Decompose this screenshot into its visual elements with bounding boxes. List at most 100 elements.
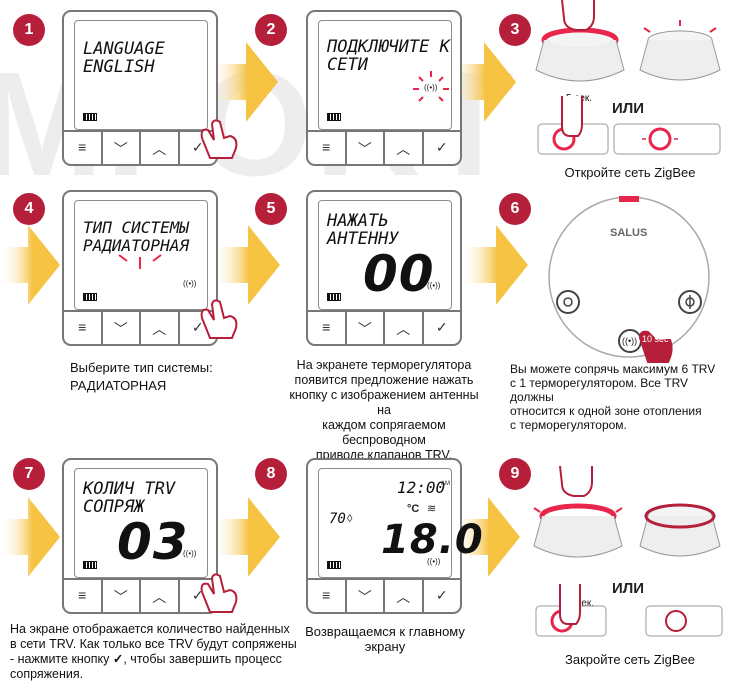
button-bar: ≡ ﹀ ︿ ✓ (64, 310, 216, 344)
menu-button[interactable]: ≡ (64, 132, 103, 164)
lcd-time: 12:00 (397, 478, 446, 497)
confirm-button[interactable]: ✓ (191, 319, 204, 335)
caption-step3: Откройте сеть ZigBee (564, 165, 696, 180)
arrow-right-icon (448, 42, 516, 122)
lcd-line1: КОЛИЧ TRV (83, 479, 176, 499)
antenna-icon: ((•)) (424, 83, 438, 92)
lcd-big-value: 00 (363, 245, 435, 303)
up-button[interactable]: ︿ (141, 312, 180, 344)
lcd-unit: °C (407, 503, 420, 515)
antenna-icon: ((•)) (183, 549, 197, 558)
heat-icon: ≋ (427, 503, 437, 515)
lcd-line2: АНТЕННУ (327, 229, 399, 249)
thermostat-step1: LANGUAGE ENGLISH ≡ ﹀ ︿ ✓ (62, 10, 218, 166)
step-badge-4: 4 (13, 193, 45, 225)
step-badge-9: 9 (499, 458, 531, 490)
salus-logo: SALUS (610, 227, 648, 239)
finger-press-icon (559, 584, 581, 625)
lcd-screen: 12:00 AM 70 ◊ °C ≋ 18.0 ((•)) (318, 468, 483, 578)
checkmark-icon: ✓ (112, 652, 124, 666)
lcd-screen: ПОДКЛЮЧИТЕ К СЕТИ ((•)) (318, 20, 452, 130)
gateway-device-icon (535, 27, 625, 82)
lcd-line1: ТИП СИСТЕМЫ (83, 218, 189, 237)
gateway-device-icon (639, 503, 721, 557)
step-badge-6: 6 (499, 193, 531, 225)
up-button[interactable]: ︿ (385, 580, 424, 612)
blink-glow-icon (118, 254, 162, 269)
lcd-temperature: 18.0 (381, 517, 484, 563)
battery-icon (83, 113, 97, 121)
finger-press-icon (561, 0, 595, 31)
confirm-button[interactable]: ✓ (435, 319, 448, 335)
ten-sec-label: 10 sec (642, 334, 669, 344)
menu-button[interactable]: ≡ (308, 132, 347, 164)
step-badge-3: 3 (499, 14, 531, 46)
up-button[interactable]: ︿ (385, 132, 424, 164)
button-bar: ≡ ﹀ ︿ ✓ (308, 310, 460, 344)
arrow-right-icon (0, 497, 60, 577)
lcd-screen: КОЛИЧ TRV СОПРЯЖ 03 ((•)) (74, 468, 208, 578)
arrow-right-icon (452, 497, 520, 577)
antenna-icon: ((•)) (183, 279, 197, 288)
confirm-button[interactable]: ✓ (435, 139, 448, 155)
finger-press-icon (559, 466, 593, 497)
finger-press-icon (200, 573, 238, 613)
menu-button[interactable]: ≡ (64, 312, 103, 344)
arrow-right-icon (210, 42, 278, 122)
caption-step4-line2: РАДИАТОРНАЯ (70, 378, 167, 393)
menu-button[interactable]: ≡ (308, 580, 347, 612)
confirm-button[interactable]: ✓ (191, 587, 204, 603)
up-button[interactable]: ︿ (385, 312, 424, 344)
lcd-big-value: 03 (117, 513, 189, 571)
lcd-screen: LANGUAGE ENGLISH (74, 20, 208, 130)
down-button[interactable]: ﹀ (347, 580, 385, 612)
finger-press-icon (561, 96, 583, 137)
step-badge-2: 2 (255, 14, 287, 46)
down-button[interactable]: ﹀ (347, 132, 385, 164)
step-badge-1: 1 (13, 14, 45, 46)
antenna-icon: ((•)) (427, 557, 441, 566)
button-bar: ≡ ﹀ ︿ ✓ (64, 578, 216, 612)
thermostat-step5: НАЖАТЬ АНТЕННУ 00 ((•)) ≡ ﹀ ︿ ✓ (306, 190, 462, 346)
thermostat-step7: КОЛИЧ TRV СОПРЯЖ 03 ((•)) ≡ ﹀ ︿ ✓ (62, 458, 218, 614)
lcd-line1: LANGUAGE (83, 39, 165, 59)
lcd-line2: СОПРЯЖ (83, 497, 145, 517)
step-badge-7: 7 (13, 458, 45, 490)
button-bar: ≡ ﹀ ︿ ✓ (308, 130, 460, 164)
lcd-screen: НАЖАТЬ АНТЕННУ 00 ((•)) (318, 200, 452, 310)
thermostat-step4: ТИП СИСТЕМЫ РАДИАТОРНАЯ ((•)) ≡ ﹀ ︿ ✓ (62, 190, 218, 346)
arrow-right-icon (460, 225, 528, 305)
lcd-line2: СЕТИ (327, 55, 368, 75)
lcd-ampm: AM (441, 481, 450, 487)
confirm-button[interactable]: ✓ (191, 139, 204, 155)
antenna-icon: ((•)) (427, 281, 441, 290)
lcd-humidity: 70 (329, 511, 346, 527)
button-bar: ≡ ﹀ ︿ ✓ (308, 578, 460, 612)
confirm-button[interactable]: ✓ (435, 587, 448, 603)
menu-button[interactable]: ≡ (64, 580, 103, 612)
caption-step7: На экране отображается количество найден… (10, 622, 297, 681)
lcd-line2: ENGLISH (83, 57, 155, 77)
down-button[interactable]: ﹀ (103, 132, 141, 164)
step-badge-5: 5 (255, 193, 287, 225)
battery-icon (327, 561, 341, 569)
down-button[interactable]: ﹀ (103, 312, 141, 344)
down-button[interactable]: ﹀ (103, 580, 141, 612)
battery-icon (83, 561, 97, 569)
lcd-line2: РАДИАТОРНАЯ (83, 236, 189, 255)
menu-button[interactable]: ≡ (308, 312, 347, 344)
battery-icon (327, 293, 341, 301)
usb-dongle-icon (645, 605, 723, 637)
down-button[interactable]: ﹀ (347, 312, 385, 344)
thermostat-step8: 12:00 AM 70 ◊ °C ≋ 18.0 ((•)) ≡ ﹀ ︿ ✓ (306, 458, 483, 614)
lcd-line1: НАЖАТЬ (327, 211, 389, 231)
up-button[interactable]: ︿ (141, 132, 180, 164)
usb-dongle-icon (537, 123, 609, 155)
lcd-screen: ТИП СИСТЕМЫ РАДИАТОРНАЯ ((•)) (74, 200, 208, 310)
gateway-device-icon (639, 20, 721, 81)
arrow-right-icon (0, 225, 60, 305)
arrow-right-icon (212, 497, 280, 577)
up-button[interactable]: ︿ (141, 580, 180, 612)
thermostat-step2: ПОДКЛЮЧИТЕ К СЕТИ ((•)) ≡ ﹀ ︿ ✓ (306, 10, 462, 166)
